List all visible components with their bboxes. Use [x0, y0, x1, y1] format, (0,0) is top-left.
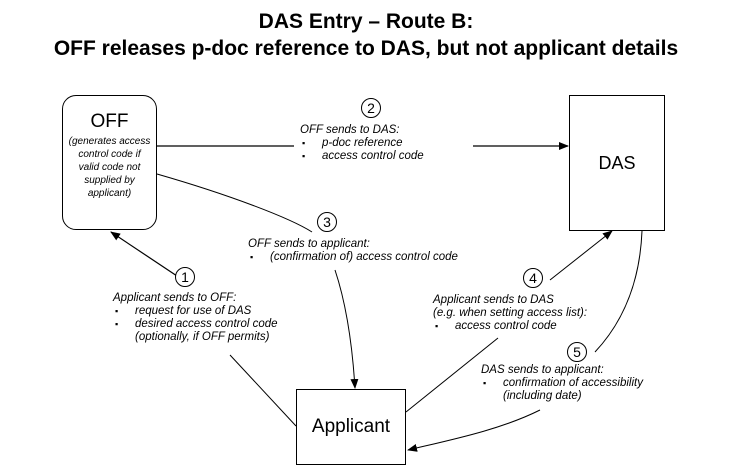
arrow-step3-off-to-applicant-bottom	[335, 270, 355, 388]
node-off-label: OFF	[63, 112, 156, 132]
step-2-marker: 2	[361, 98, 381, 118]
node-off-note: (generates access control code if valid …	[63, 135, 156, 200]
step-5-label: DAS sends to applicant: confirmation of …	[481, 364, 643, 403]
arrow-step5-das-to-applicant-bottom	[408, 410, 540, 450]
arrow-step5-das-to-applicant-top	[595, 231, 642, 352]
step-2-heading: OFF sends to DAS:	[300, 124, 424, 137]
step-3-item: (confirmation of) access control code	[248, 251, 458, 264]
step-3-label: OFF sends to applicant: (confirmation of…	[248, 238, 458, 264]
step-5-continuation: (including date)	[481, 390, 643, 403]
node-applicant: Applicant	[296, 389, 406, 465]
node-das-label: DAS	[598, 153, 635, 174]
step-2-item: access control code	[300, 150, 424, 163]
step-1-item: request for use of DAS	[113, 305, 278, 318]
step-5-item: confirmation of accessibility	[481, 377, 643, 390]
arrow-step1-applicant-to-off	[230, 355, 296, 426]
step-4-heading: Applicant sends to DAS	[433, 294, 587, 307]
arrow-step4-applicant-to-das-top	[550, 231, 612, 280]
step-3-marker: 3	[317, 212, 337, 232]
step-5-heading: DAS sends to applicant:	[481, 364, 643, 377]
step-5-marker: 5	[567, 342, 587, 362]
step-1-marker: 1	[175, 267, 195, 287]
step-1-label: Applicant sends to OFF: request for use …	[113, 292, 278, 344]
step-4-marker: 4	[523, 268, 543, 288]
step-2-label: OFF sends to DAS: p-doc reference access…	[300, 124, 424, 163]
step-4-subheading: (e.g. when setting access list):	[433, 307, 587, 320]
arrow-step3-off-to-applicant-top	[157, 174, 312, 232]
step-1-item: desired access control code	[113, 318, 278, 331]
step-4-label: Applicant sends to DAS (e.g. when settin…	[433, 294, 587, 333]
step-2-item: p-doc reference	[300, 137, 424, 150]
step-3-heading: OFF sends to applicant:	[248, 238, 458, 251]
node-off: OFF (generates access control code if va…	[62, 95, 157, 230]
step-1-continuation: (optionally, if OFF permits)	[113, 331, 278, 344]
step-4-item: access control code	[433, 320, 587, 333]
node-applicant-label: Applicant	[312, 416, 390, 438]
node-das: DAS	[569, 95, 665, 231]
step-1-heading: Applicant sends to OFF:	[113, 292, 278, 305]
